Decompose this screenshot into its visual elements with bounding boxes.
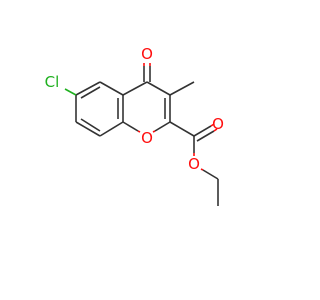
ketone-oxygen-atom-label: O (141, 45, 153, 63)
bond-carbonyl-o-red-2 (213, 128, 218, 132)
carbonyl-oxygen-atom-label: O (212, 115, 224, 133)
pyranone-ring (122, 81, 171, 133)
bond-o1-c8a-red (137, 130, 141, 133)
chromone-structure-diagram: Cl O O O O (45, 45, 224, 206)
bond-ester-c-carbonyl-o-1 (193, 125, 212, 137)
bond-c2-o1-red (152, 130, 156, 133)
bond-c7-c8-inner (80, 118, 101, 132)
benzene-ring (75, 81, 124, 137)
bond-ester-o-ethyl (202, 169, 219, 180)
bond-carbonyl-o-red-1 (210, 123, 215, 127)
bond-c5-c6-inner (80, 86, 101, 99)
bond-ester-o-ethyl-red (200, 168, 204, 171)
bond-c4a-c5 (99, 81, 124, 96)
ester-oxygen-atom-label: O (188, 155, 200, 173)
ring-oxygen-atom-label: O (141, 129, 153, 147)
bond-c3-methyl (169, 81, 195, 96)
bond-c8-c8a (99, 121, 124, 137)
bond-c2-ester-c (169, 121, 195, 137)
bond-c4-c3 (146, 81, 171, 96)
bond-o1-c8a (122, 121, 139, 132)
bond-c6-cl-green (64, 88, 77, 96)
bond-c4a-c4 (122, 81, 148, 96)
bond-c7-c8 (75, 121, 101, 137)
substituents (64, 63, 219, 206)
chlorine-atom-label: Cl (45, 73, 60, 91)
bond-c5-c6 (75, 81, 101, 96)
bond-c2-o1 (154, 121, 171, 132)
bond-ester-c-carbonyl-o-2 (196, 130, 215, 142)
